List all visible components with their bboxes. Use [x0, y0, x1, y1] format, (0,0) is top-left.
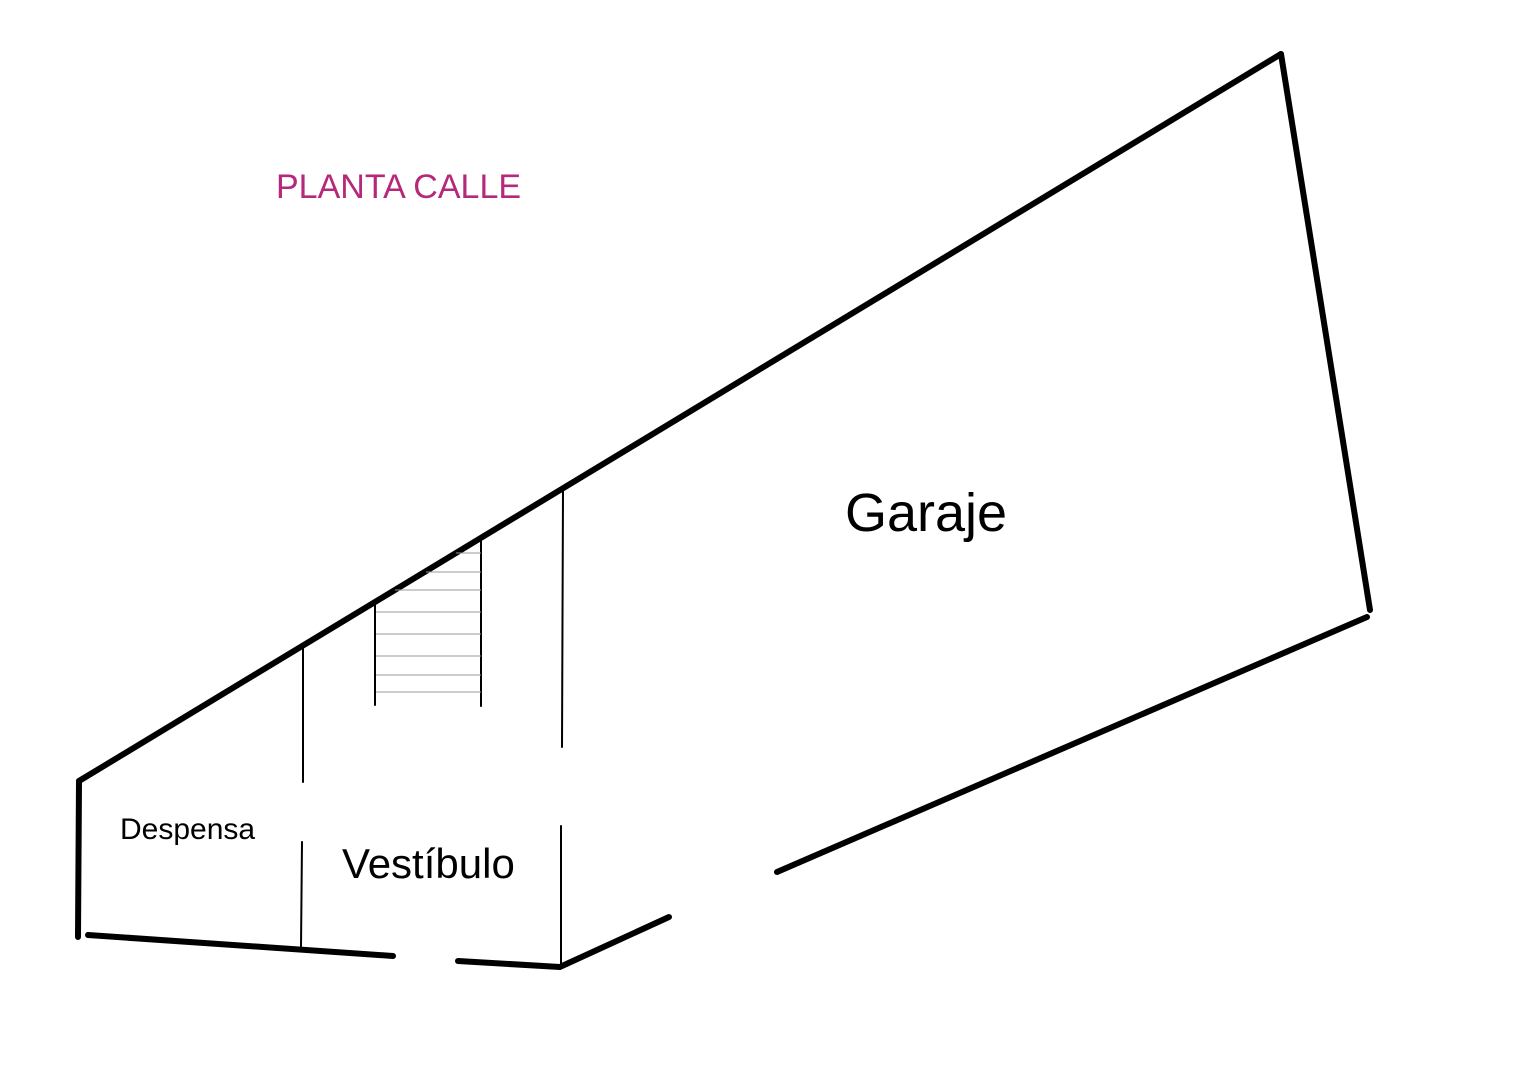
wall-garage-front — [774, 614, 1370, 875]
partition-pantry-lower — [300, 841, 303, 948]
plan-title: PLANTA CALLE — [276, 168, 522, 206]
wall-bottom-left — [85, 932, 396, 959]
wall-bottom-right — [455, 958, 563, 970]
wall-front-lower — [559, 914, 672, 969]
wall-right — [1278, 51, 1373, 613]
room-label-vestibule: Vestíbulo — [342, 840, 515, 887]
room-label-pantry: Despensa — [120, 813, 256, 846]
partition-garage-upper — [561, 489, 564, 748]
staircase — [376, 552, 481, 693]
wall-diagonal-top — [76, 51, 1284, 784]
wall-left — [75, 778, 82, 940]
room-label-garage: Garaje — [845, 483, 1008, 543]
